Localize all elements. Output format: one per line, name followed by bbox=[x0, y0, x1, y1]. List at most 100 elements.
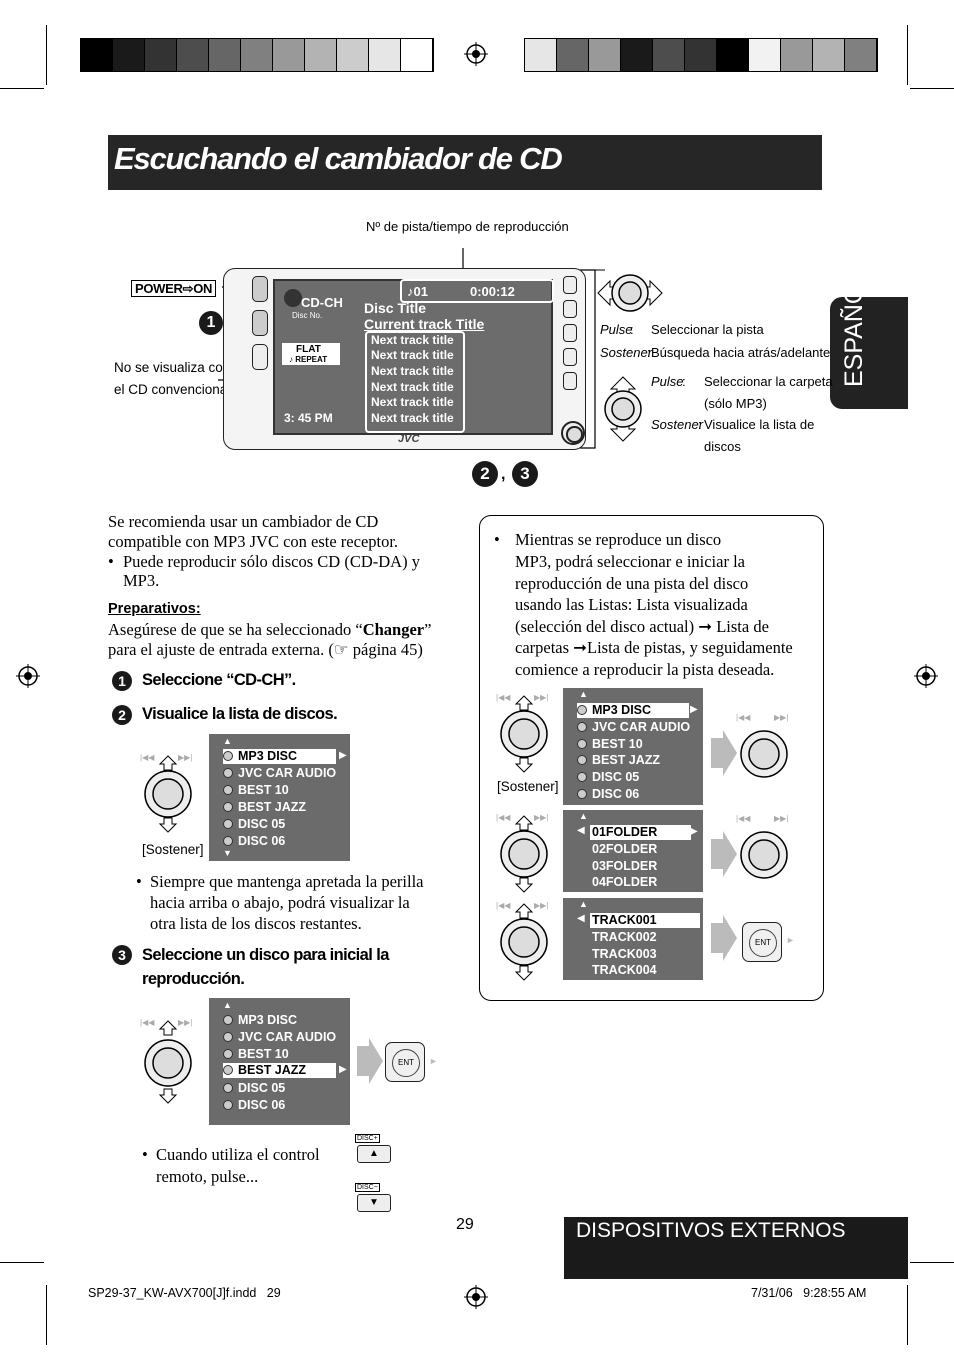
bullet-text: remoto, pulse... bbox=[156, 1167, 259, 1186]
bullet: • bbox=[494, 530, 500, 549]
changer-label: Changer bbox=[362, 620, 425, 639]
side-button[interactable] bbox=[563, 300, 577, 318]
hold-label: Sostener bbox=[651, 417, 704, 432]
power-on-label: POWER⇨ON bbox=[131, 280, 217, 297]
list-item[interactable]: BEST JAZZ bbox=[577, 753, 660, 768]
title-band bbox=[108, 135, 822, 190]
scroll-down-icon: ▼ bbox=[223, 848, 232, 858]
list-item[interactable]: JVC CAR AUDIO bbox=[577, 720, 690, 735]
next-track-title: Next track title bbox=[371, 411, 454, 425]
power-button[interactable] bbox=[252, 276, 268, 302]
list-item[interactable]: DISC 06 bbox=[223, 1098, 285, 1113]
crop-mark bbox=[0, 1262, 44, 1263]
arrow-right-icon bbox=[711, 831, 737, 877]
next-track-title: Next track title bbox=[371, 333, 454, 347]
folder-list-screen: ▲ ◀ 01FOLDER ▶ 02FOLDER 03FOLDER 04FOLDE… bbox=[563, 810, 703, 892]
lcd-disc-no: Disc No. bbox=[292, 311, 323, 320]
list-item[interactable]: DISC 06 bbox=[223, 834, 285, 849]
list-item[interactable]: DISC 05 bbox=[577, 770, 639, 785]
step1-label: Seleccione “CD-CH”. bbox=[142, 671, 296, 689]
arrow-right-icon: ▶ bbox=[339, 750, 347, 761]
slug-file: SP29-37_KW-AVX700[J]f.indd 29 bbox=[88, 1286, 281, 1300]
knob-up-down-icon: |◀◀ ▶▶| bbox=[140, 753, 192, 833]
list-item[interactable]: BEST JAZZ bbox=[223, 800, 306, 815]
bullet-text: MP3, podrá seleccionar e iniciar la bbox=[515, 552, 745, 571]
hold-description: Visualice la lista de bbox=[704, 417, 815, 432]
list-item[interactable]: MP3 DISC bbox=[577, 703, 689, 718]
list-item[interactable]: 01FOLDER bbox=[590, 825, 691, 840]
bullet-text: hacia arriba o abajo, podrá visualizar l… bbox=[150, 893, 410, 912]
knob-right-icon: |◀◀ ▶▶| bbox=[736, 814, 788, 879]
list-item[interactable]: BEST JAZZ bbox=[223, 1063, 336, 1078]
list-item[interactable]: JVC CAR AUDIO bbox=[223, 766, 336, 781]
bullet-text-part: (selección del disco actual) bbox=[515, 617, 695, 636]
bullet-text: Mientras se reproduce un disco bbox=[515, 530, 722, 549]
list-item[interactable]: DISC 05 bbox=[223, 817, 285, 832]
bullet-text: MP3. bbox=[123, 571, 160, 590]
disc-up-button[interactable]: ▲ bbox=[357, 1145, 391, 1163]
list-item[interactable]: DISC 06 bbox=[577, 787, 639, 802]
lcd-current-track-title: Current track Title bbox=[364, 316, 485, 332]
list-item[interactable]: TRACK003 bbox=[592, 947, 657, 961]
next-track-title: Next track title bbox=[371, 348, 454, 362]
list-item[interactable]: JVC CAR AUDIO bbox=[223, 1030, 336, 1045]
disc-down-button[interactable]: ▼ bbox=[357, 1194, 391, 1212]
list-item[interactable]: MP3 DISC bbox=[223, 1013, 297, 1028]
lcd-source: CD-CH bbox=[301, 295, 343, 310]
disc-list-screen: ▲ MP3 DISC JVC CAR AUDIO BEST 10 BEST JA… bbox=[209, 998, 350, 1125]
side-button[interactable] bbox=[252, 344, 268, 370]
jvc-logo: JVC bbox=[398, 433, 420, 445]
pulse-label: Pulse bbox=[600, 322, 633, 337]
color-bar-right bbox=[524, 38, 878, 72]
bullet-text: usando las Listas: Lista visualizada bbox=[515, 595, 748, 614]
list-item[interactable]: BEST 10 bbox=[223, 783, 289, 798]
list-item[interactable]: 04FOLDER bbox=[592, 875, 658, 889]
list-item[interactable]: DISC 05 bbox=[223, 1081, 285, 1096]
step3-label: reproducción. bbox=[142, 970, 245, 988]
intro-text: compatible con MP3 JVC con este receptor… bbox=[108, 532, 399, 551]
svg-text:▶▶|: ▶▶| bbox=[178, 753, 192, 762]
page-title: Escuchando el cambiador de CD bbox=[114, 141, 563, 176]
track-list-screen: ▲ ◀ TRACK001 TRACK002 TRACK003 TRACK004 bbox=[563, 898, 703, 980]
svg-text:|◀◀: |◀◀ bbox=[140, 753, 155, 762]
list-item[interactable]: 02FOLDER bbox=[592, 842, 658, 856]
ent-button[interactable]: ENT bbox=[742, 922, 782, 962]
svg-text:|◀◀: |◀◀ bbox=[496, 901, 511, 910]
step2-badge: 2 bbox=[472, 461, 498, 487]
list-item[interactable]: TRACK001 bbox=[590, 913, 700, 928]
disc-icon bbox=[284, 289, 302, 307]
source-button[interactable] bbox=[252, 310, 268, 336]
list-item[interactable]: BEST 10 bbox=[223, 1047, 289, 1062]
next-track-title: Next track title bbox=[371, 380, 454, 394]
list-item[interactable]: 03FOLDER bbox=[592, 859, 658, 873]
crop-mark bbox=[0, 88, 44, 89]
svg-text:▶▶|: ▶▶| bbox=[774, 814, 788, 823]
list-item[interactable]: MP3 DISC bbox=[223, 749, 336, 764]
side-button[interactable] bbox=[563, 372, 577, 390]
knob-right-icon: |◀◀ ▶▶| bbox=[736, 713, 788, 778]
side-button[interactable] bbox=[563, 276, 577, 294]
hold-label: [Sostener] bbox=[142, 842, 204, 857]
scroll-up-icon: ▲ bbox=[579, 811, 588, 821]
registration-mark-icon bbox=[914, 664, 938, 693]
svg-text:|◀◀: |◀◀ bbox=[140, 1018, 155, 1027]
ent-button[interactable]: ENT bbox=[385, 1042, 425, 1082]
badge-separator: , bbox=[501, 466, 506, 483]
list-item[interactable]: BEST 10 bbox=[577, 737, 643, 752]
ent-label: ENT bbox=[749, 929, 777, 957]
section-footer: DISPOSITIVOS EXTERNOS bbox=[564, 1217, 908, 1279]
disc-list-screen: ▲ MP3 DISC ▶ JVC CAR AUDIO BEST 10 BEST … bbox=[563, 688, 703, 805]
side-button[interactable] bbox=[563, 324, 577, 342]
next-track-title: Next track title bbox=[371, 395, 454, 409]
list-item[interactable]: TRACK004 bbox=[592, 963, 657, 977]
side-button[interactable] bbox=[563, 348, 577, 366]
crop-mark bbox=[907, 25, 908, 85]
hold-description: discos bbox=[704, 439, 741, 454]
svg-text:▶▶|: ▶▶| bbox=[534, 813, 548, 822]
arrow-icon: ➞ bbox=[698, 617, 713, 636]
bullet-text: Siempre que mantenga apretada la perilla bbox=[150, 872, 424, 891]
list-item[interactable]: TRACK002 bbox=[592, 930, 657, 944]
control-knob-icon[interactable] bbox=[561, 421, 585, 445]
repeat-label: ♪ REPEAT bbox=[289, 355, 328, 364]
scroll-up-icon: ▲ bbox=[579, 689, 588, 699]
